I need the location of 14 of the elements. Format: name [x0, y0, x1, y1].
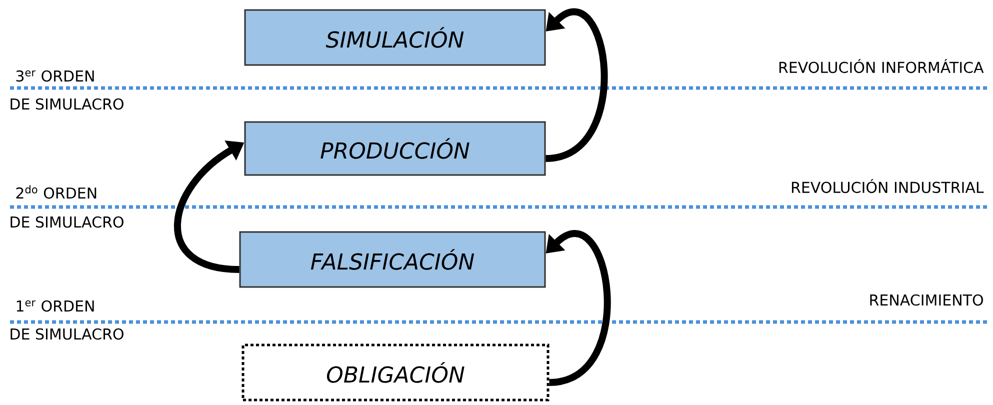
curved-arrow: [545, 9, 608, 162]
side-label: DE SIMULACRO: [10, 216, 124, 228]
side-label: 2$^{do}$ ORDEN: [16, 185, 96, 199]
process-box: SIMULACIÓN: [244, 9, 546, 66]
side-label: DE SIMULACRO: [10, 98, 124, 110]
side-label: REVOLUCIÓN INFORMÁTICA: [779, 58, 984, 74]
process-box: FALSIFICACIÓN: [239, 231, 546, 288]
side-label: 1$^{er}$ ORDEN: [16, 300, 94, 312]
side-label: RENACIMIENTO: [870, 294, 983, 306]
process-box: PRODUCCIÓN: [244, 121, 546, 176]
side-label: 3$^{er}$ ORDEN: [16, 70, 94, 82]
side-label: REVOLUCIÓN INDUSTRIAL: [792, 178, 984, 194]
side-label: DE SIMULACRO: [10, 328, 124, 340]
process-box: OBLIGACIÓN: [242, 344, 550, 402]
